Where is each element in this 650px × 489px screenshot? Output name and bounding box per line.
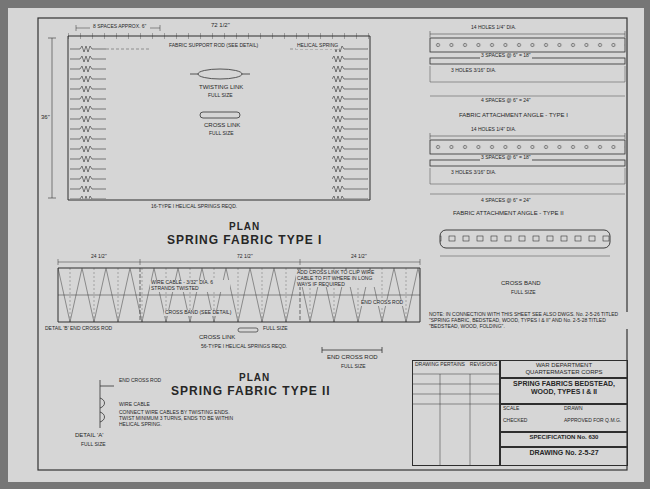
title-block-text: APPROVED FOR Q.M.G. [564,418,625,430]
title-block-text: WAR DEPARTMENT [503,362,625,369]
drawing-label: FULL SIZE [80,442,107,448]
drawing-label: CROSS LINK [203,122,241,129]
drawing-label: 24 1/2" [90,254,108,260]
drawing-label: HELICAL SPRING [296,43,339,49]
drawing-label: 14 HOLES 1/4" DIA. [470,127,517,133]
drawing-label: DETAIL 'B' END CROSS ROD [44,326,113,332]
drawing-label: FABRIC SUPPORT ROD (SEE DETAIL) [168,43,259,49]
drawing-label: 8 SPACES APPROX. 6" [92,24,147,30]
drawing-label: END CROSS ROD [360,300,404,306]
title-block-text: DRAWN [564,406,625,418]
drawing-label: 4 SPACES @ 6" = 24" [480,98,532,104]
title-block-text: CHECKED [503,418,564,430]
title-block-text: DRAWING No. 2-5-27 [503,449,625,457]
title-block-text: QUARTERMASTER CORPS [503,369,625,376]
drawing-label: END CROSS ROD [326,354,379,361]
title-block-cell: WAR DEPARTMENTQUARTERMASTER CORPS [500,360,628,378]
title-block-text: REVISIONS [470,362,497,464]
drawing-label: PLAN [228,221,261,233]
drawing-label: 72 1/2" [236,254,254,260]
drawing-label: SPRING FABRIC TYPE II [170,385,332,399]
drawing-label: FULL SIZE [340,364,367,370]
drawing-label: FABRIC ATTACHMENT ANGLE - TYPE I [458,112,569,119]
drawing-label: 14 HOLES 1/4" DIA. [470,25,517,31]
drawing-label: 4 SPACES @ 6" = 24" [480,198,532,204]
drawing-label: SPRING FABRIC TYPE I [166,234,323,248]
drawing-label: WIRE CABLE [118,402,151,408]
drawing-label: CROSS LINK [198,334,236,341]
drawing-label: 24 1/2" [350,254,368,260]
drawing-label: TWISTING LINK [198,84,244,91]
drawing-label: CONNECT WIRE CABLES BY TWISTING ENDS. TW… [118,410,240,427]
drawing-label: ADD CROSS LINK TO CLIP WIRE CABLE TO FIT… [296,270,380,287]
drawing-label: CROSS BAND (SEE DETAIL) [164,310,232,316]
drawing-label: 36" [40,114,51,121]
title-block-cell: SPECIFICATION No. 630 [500,432,628,447]
drawing-label: PLAN [238,372,271,384]
title-block-cell: DRAWING No. 2-5-27 [500,447,628,466]
title-block-text: SPRING FABRICS BEDSTEAD, WOOD, TYPES I &… [503,380,625,396]
drawing-label: 3 SPACES @ 6" = 18" [480,53,532,59]
drawing-label: 3 SPACES @ 6" = 18" [480,155,532,161]
drawing-label: 56-TYPE I HELICAL SPRINGS REQD. [200,344,288,350]
drawing-label: CROSS BAND [500,280,542,287]
title-block-text: SCALE [503,406,564,418]
title-block-text: DRAWING PERTAINS [415,362,465,464]
drawing-label: FULL SIZE [262,326,289,332]
drawing-label: FULL SIZE [207,93,234,99]
drawing-label: 3 HOLES 3/16" DIA. [450,170,497,176]
drawing-label: 72 1/2" [210,22,231,29]
drawing-label: END CROSS ROD [118,378,162,384]
drawing-label: NOTE: IN CONNECTION WITH THIS SHEET SEE … [428,312,628,329]
drawing-label: WIRE CABLE - 3/32" DIA. 6 STRANDS TWISTE… [150,280,230,292]
title-block-cell: SPRING FABRICS BEDSTEAD, WOOD, TYPES I &… [500,378,628,404]
title-block-text: SPECIFICATION No. 630 [503,434,625,441]
drawing-label: 3 HOLES 3/16" DIA. [450,68,497,74]
drawing-label: DETAIL 'A' [74,432,104,439]
drawing-label: FULL SIZE [510,290,537,296]
drawing-label: 16-TYPE I HELICAL SPRINGS REQD. [150,204,238,210]
drawing-label: FABRIC ATTACHMENT ANGLE - TYPE II [452,210,565,217]
title-block-cell: DRAWING PERTAINSREVISIONS [412,360,500,466]
drawing-label: FULL SIZE [208,131,235,137]
title-block-cell: SCALEDRAWNCHECKEDAPPROVED FOR Q.M.G. [500,404,628,432]
